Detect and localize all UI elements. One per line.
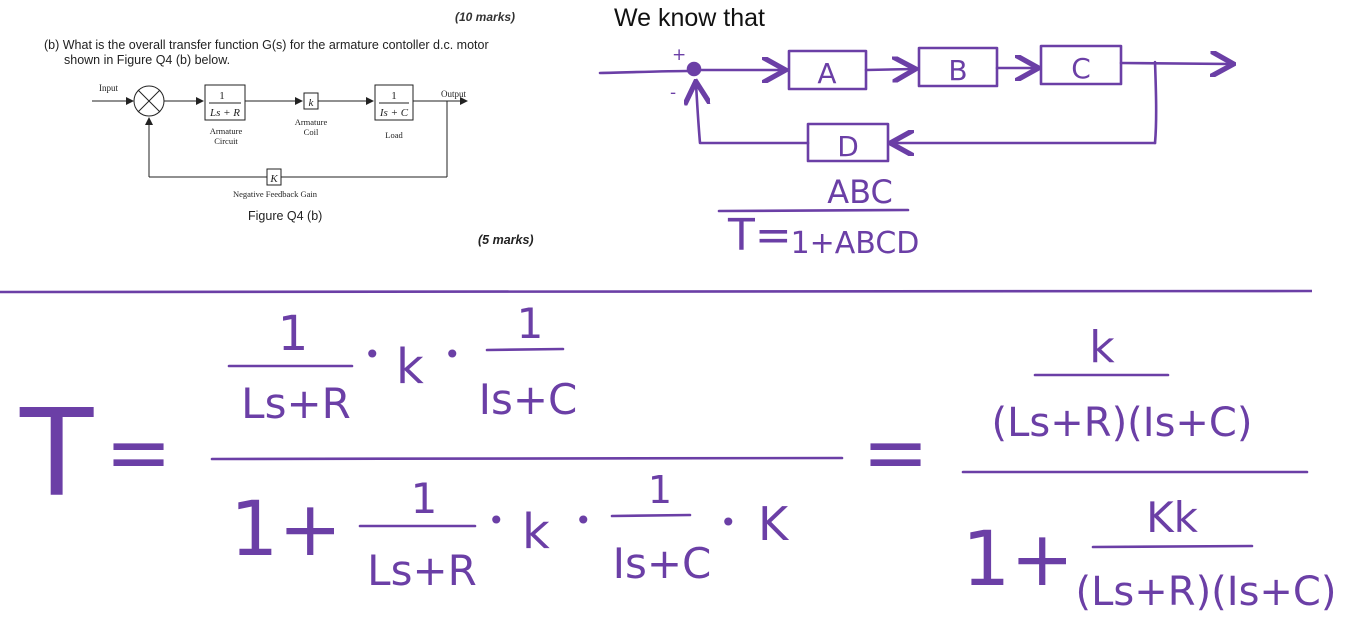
handwritten-solution-lines: [210, 347, 1309, 549]
sol-r-den-top: Kk: [1146, 493, 1199, 542]
section-divider: [0, 289, 1313, 294]
input-label: Input: [99, 83, 118, 93]
block1-numerator: 1: [219, 90, 225, 102]
hw-minus-sign: -: [670, 83, 676, 103]
figure-caption: Figure Q4 (b): [248, 209, 323, 223]
block2-label-b: Coil: [304, 127, 319, 137]
output-label: Output: [441, 89, 467, 99]
block1-label-b: Circuit: [214, 136, 238, 146]
question-line-2: shown in Figure Q4 (b) below.: [64, 53, 231, 67]
sol-n2-bar: [485, 347, 565, 352]
sol-main-bar: [210, 456, 844, 461]
hw-t-equals: T=: [727, 210, 792, 261]
block-load: [374, 84, 414, 121]
sol-dot-3: •: [488, 504, 505, 537]
block1-denominator: Ls + R: [209, 107, 240, 119]
hw-output-line: [1119, 63, 1231, 64]
handwritten-diagram-text: + - A B C D T= ABC 1+ABCD: [670, 45, 1091, 261]
sol-n1-num: 1: [278, 306, 309, 362]
block3-label: Load: [385, 130, 403, 140]
sol-d1-num: 1: [411, 474, 438, 523]
sol-r-one-plus: 1+: [962, 514, 1074, 603]
block2-label-a: Armature: [295, 117, 328, 127]
feedback-label: Negative Feedback Gain: [233, 189, 318, 199]
question-line-1: (b) What is the overall transfer functio…: [44, 38, 489, 52]
sol-dot-1: •: [364, 338, 381, 371]
sol-d2-bar: [610, 513, 692, 518]
hw-fraction-bar: [717, 208, 910, 213]
hw-feedback-line: [1153, 60, 1158, 145]
sol-n2-den: Is+C: [479, 375, 578, 424]
hw-denominator: 1+ABCD: [791, 226, 920, 261]
sol-d2-den: Is+C: [613, 539, 712, 588]
sol-dot-5: •: [720, 506, 737, 539]
hw-numerator-abc: ABC: [827, 173, 893, 211]
summing-junction: [133, 85, 165, 117]
sol-dot-4: •: [575, 504, 592, 537]
hw-label-a: A: [817, 57, 836, 90]
marks-cut-text: (10 marks): [455, 10, 516, 24]
block3-numerator: 1: [391, 90, 397, 102]
sol-equals-1: =: [105, 406, 172, 499]
hw-block-c: [1039, 44, 1123, 86]
printed-diagram-text: 1 Ls + R Armature Circuit k Armature Coi…: [209, 89, 467, 199]
sol-k-2: k: [522, 504, 550, 560]
feedback-block-text: K: [269, 173, 278, 185]
block3-denominator: Is + C: [379, 107, 409, 119]
block-armature-circuit: [204, 84, 246, 121]
sol-k-big: K: [758, 497, 790, 551]
sol-k-1: k: [396, 339, 424, 395]
sol-one-plus: 1+: [230, 484, 342, 573]
hw-plus-sign: +: [672, 45, 686, 65]
block1-label-a: Armature: [210, 126, 243, 136]
sol-r-num-top: k: [1089, 322, 1115, 373]
sol-d1-den: Ls+R: [367, 546, 477, 595]
hw-input-line: [598, 69, 690, 75]
sol-r-den-bar: [1091, 544, 1254, 549]
sol-dot-2: •: [444, 338, 461, 371]
block2-text: k: [309, 97, 315, 109]
handwritten-block-diagram: [598, 44, 1231, 213]
hw-label-b: B: [948, 54, 967, 87]
printed-block-diagram: Input: [92, 83, 468, 186]
sol-d2-num: 1: [648, 468, 672, 512]
notes-heading: We know that: [614, 4, 766, 32]
sol-n2-num: 1: [517, 299, 544, 348]
sol-lhs-t: T: [19, 385, 94, 524]
sol-r-num-bot: (Ls+R)(Is+C): [992, 400, 1253, 446]
question-text: (b) What is the overall transfer functio…: [44, 38, 564, 68]
hw-summing-point: [686, 61, 702, 77]
marks-label: (5 marks): [478, 233, 534, 247]
hw-label-c: C: [1071, 52, 1091, 85]
sol-equals-2: =: [862, 406, 929, 499]
sol-n1-den: Ls+R: [241, 379, 351, 428]
hw-label-d: D: [837, 130, 859, 163]
handwritten-solution-text: T = 1 Ls+R • k • 1 Is+C 1+ 1 Ls+R • k • …: [19, 299, 1336, 615]
sol-r-den-bot: (Ls+R)(Is+C): [1076, 569, 1337, 615]
